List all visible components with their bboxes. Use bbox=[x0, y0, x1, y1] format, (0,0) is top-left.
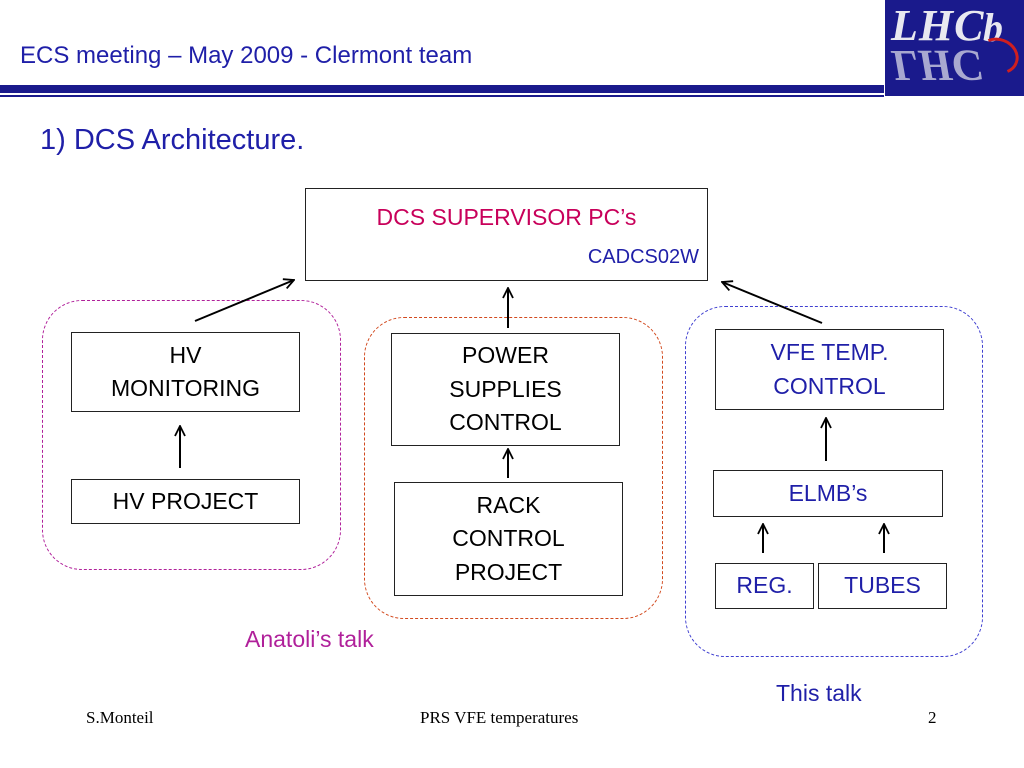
slide-header-title: ECS meeting – May 2009 - Clermont team bbox=[20, 42, 473, 69]
anatoli-talk-note: Anatoli’s talk bbox=[245, 626, 374, 652]
elmbs-box: ELMB’s bbox=[713, 470, 943, 517]
this-talk-note: This talk bbox=[776, 680, 862, 706]
supervisor-host: CADCS02W bbox=[587, 246, 699, 268]
header-bar bbox=[0, 85, 884, 93]
footer-page-number: 2 bbox=[928, 708, 937, 727]
power-group-outline bbox=[364, 317, 663, 619]
logo-lettering: LHC bbox=[891, 1, 985, 50]
lhcb-logo: LHC LHC b bbox=[885, 0, 1024, 96]
reg-box: REG. bbox=[715, 563, 814, 609]
logo-lettering-b: b bbox=[983, 5, 1004, 50]
footer-author: S.Monteil bbox=[86, 708, 154, 727]
footer-subject: PRS VFE temperatures bbox=[420, 708, 579, 727]
section-title: 1) DCS Architecture. bbox=[40, 124, 305, 156]
power-supplies-box: POWER SUPPLIES CONTROL bbox=[391, 333, 620, 446]
hv-group-outline bbox=[42, 300, 341, 570]
vfe-temp-control-box: VFE TEMP. CONTROL bbox=[715, 329, 944, 410]
tubes-box: TUBES bbox=[818, 563, 947, 609]
hv-project-box: HV PROJECT bbox=[71, 479, 300, 524]
vfe-group-outline bbox=[685, 306, 983, 657]
hv-monitoring-box: HV MONITORING bbox=[71, 332, 300, 412]
rack-control-box: RACK CONTROL PROJECT bbox=[394, 482, 623, 596]
supervisor-box: DCS SUPERVISOR PC’s CADCS02W bbox=[305, 188, 708, 281]
supervisor-title: DCS SUPERVISOR PC’s bbox=[376, 204, 637, 230]
header-underline bbox=[0, 95, 884, 97]
